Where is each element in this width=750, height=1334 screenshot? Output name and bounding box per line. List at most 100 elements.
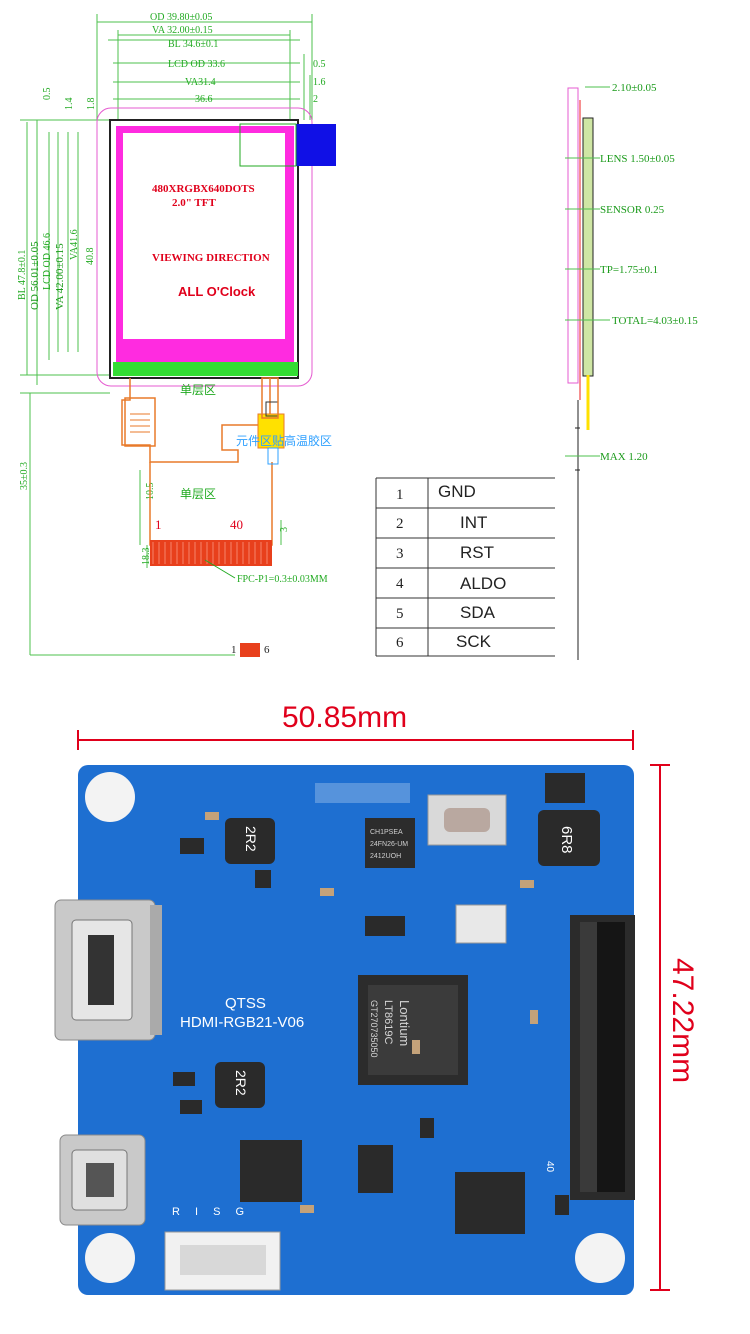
pin-5-number: 5: [396, 606, 404, 622]
inductor-right-label: 6R8: [558, 826, 575, 854]
side-max-label: MAX 1.20: [600, 451, 648, 463]
push-button-cap: [444, 808, 490, 832]
micro-usb-connector: [59, 1134, 146, 1226]
tail-pin-last: 6: [264, 644, 270, 656]
mount-hole-tl: [85, 772, 135, 822]
component-leader: [267, 447, 279, 465]
right-16-label: 1.6: [313, 77, 326, 88]
pin-3-number: 3: [396, 546, 404, 562]
resolution-text: 480XRGBX640DOTS: [152, 183, 255, 195]
side-tp-label: TP=1.75±0.1: [600, 264, 658, 276]
top-14-label: 1.4: [64, 98, 75, 111]
right-2-label: 2: [313, 94, 318, 105]
chip-part: LT8619C: [382, 1000, 394, 1044]
side-thickness-label: 2.10±0.05: [612, 82, 657, 94]
lcd-ledge: [113, 362, 298, 376]
viewing-text: VIEWING DIRECTION: [152, 252, 270, 264]
fpc-pitch-label: FPC-P1=0.3±0.03MM: [237, 574, 328, 585]
fpc-pin-last: 40: [230, 517, 243, 532]
inductor-bottom: [215, 1062, 265, 1108]
top-dimensions: [96, 14, 313, 120]
pin-1-number: 1: [396, 487, 404, 503]
size-text: 2.0" TFT: [172, 197, 216, 209]
single-layer-top-label: 单层区: [180, 383, 216, 397]
small-chip-line2: 24FN26-UM: [370, 841, 408, 848]
aa-width-label: 36.6: [195, 94, 213, 105]
bl-height-label: BL 47.8±0.1: [17, 250, 28, 300]
fpc-neck: [261, 377, 279, 419]
va-inner-label: VA31.4: [185, 77, 216, 88]
top-05-label: 0.5: [42, 88, 53, 101]
right-05-label: 0.5: [313, 59, 326, 70]
bl-width-label: BL 34.6±0.1: [168, 39, 218, 50]
inductor-top: [225, 818, 275, 864]
small-chip-line3: 2412UOH: [370, 853, 401, 860]
pin-3-name: RST: [460, 543, 494, 562]
active-area: [123, 133, 285, 339]
board-brand: QTSS: [225, 995, 266, 1012]
mount-hole-bl: [85, 1233, 135, 1283]
passive-components: [205, 812, 538, 1213]
pin-5-name: SDA: [460, 603, 496, 622]
fpc-small2-label: 18.3: [141, 548, 152, 566]
single-layer-bottom-label: 单层区: [180, 487, 216, 501]
od-width-label: OD 39.80±0.05: [150, 12, 212, 23]
pcb: [78, 765, 634, 1295]
od-height-label: OD 56.01±0.05: [29, 241, 41, 310]
aa-height-label: 40.8: [85, 248, 96, 266]
small-chip: [365, 818, 415, 868]
board-model: HDMI-RGB21-V06: [180, 1014, 304, 1031]
clock-text: ALL O'Clock: [178, 284, 256, 299]
width-dimension: [77, 730, 634, 750]
fpc-connector-40pin: [570, 915, 635, 1200]
fpc-pitch-leader: [204, 559, 236, 579]
left-dimensions: [20, 119, 282, 656]
mount-hole-br: [575, 1233, 625, 1283]
height-dimension: [650, 764, 670, 1291]
va-width-label: VA 32.00±0.15: [152, 25, 213, 36]
pin-2-number: 2: [396, 516, 404, 532]
pin-1-name: GND: [438, 482, 476, 501]
fpc-connector-fingers: [152, 542, 268, 564]
component-area-label: 元件区贴高温胶区: [236, 433, 332, 448]
small-chip-line1: CH1PSEA: [370, 829, 403, 836]
fpc-length-label: 35±0.3: [19, 462, 30, 490]
jst-pad-labels: R I S G: [172, 1206, 250, 1218]
main-chip: [358, 975, 468, 1085]
pcb-board-photo: 50.85mm 47.22mm R I S G 40 Lon: [54, 701, 699, 1295]
board-width-label: 50.85mm: [282, 701, 407, 734]
smd-components: [173, 773, 585, 1234]
fpc-left-pad: [124, 397, 156, 447]
side-total-label: TOTAL=4.03±0.15: [612, 315, 698, 327]
board-height-label: 47.22mm: [666, 958, 699, 1083]
connector-pin-label: 40: [544, 1161, 555, 1173]
inductor-bottom-label: 2R2: [233, 1070, 249, 1096]
va-inner-height-label: VA41.6: [69, 229, 80, 260]
fpc-right-label: 3: [279, 527, 290, 532]
fpc-connector: [150, 540, 272, 566]
inductor-right: [538, 810, 600, 866]
fpc-pin-first: 1: [155, 517, 162, 532]
fpc-left-pads: [130, 413, 150, 433]
side-sensor-label: SENSOR 0.25: [600, 204, 665, 216]
top-18-label: 1.8: [86, 98, 97, 111]
chip-code: GT270735050: [369, 1000, 379, 1058]
tail-pin-first: 1: [231, 644, 237, 656]
va-height-label: VA 42.00±0.15: [54, 243, 66, 310]
pin-6-name: SCK: [456, 632, 492, 651]
jst-connector: [164, 1231, 281, 1291]
pin-2-name: INT: [460, 513, 487, 532]
hdmi-connector: [54, 899, 162, 1041]
lcd-od-width-label: LCD OD 33.6: [168, 59, 225, 70]
tab-outline: [239, 123, 297, 167]
pin-4-name: ALDO: [460, 574, 506, 593]
side-lens-label: LENS 1.50±0.05: [600, 153, 675, 165]
lcd-technical-drawing: OD 39.80±0.05 VA 32.00±0.15 BL 34.6±0.1 …: [17, 12, 698, 660]
fpc-tail-connector: [240, 643, 260, 657]
lcd-od-height-label: LCD OD 46.6: [42, 233, 53, 290]
crystal: [455, 904, 507, 944]
side-view: [565, 86, 610, 660]
pin-6-number: 6: [396, 635, 404, 651]
pin-4-number: 4: [396, 576, 404, 592]
pin-table: [375, 477, 555, 657]
